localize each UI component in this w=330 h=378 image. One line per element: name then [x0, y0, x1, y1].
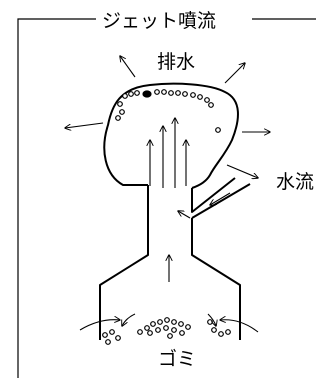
pipe-right-wall: [191, 177, 236, 213]
garbage-debris: [102, 317, 231, 345]
garbage-label: ゴミ: [158, 348, 197, 370]
exhaust-arrows: [65, 56, 270, 178]
water-flow-label: 水流: [276, 171, 315, 193]
diagram-title: ジェット噴流: [98, 6, 221, 33]
vessel-outline: [99, 82, 251, 340]
pipe-lower-right-wall: [191, 183, 251, 340]
drain-debris: [115, 89, 221, 133]
inflow-arrow: [210, 192, 231, 205]
drain-label: 排水: [157, 51, 196, 73]
pipe-left-wall: [99, 185, 149, 340]
intake-arrows: [79, 313, 259, 333]
bulb-outline: [103, 82, 239, 189]
upflow-arrows: [150, 118, 191, 282]
frame-border: [17, 18, 316, 378]
